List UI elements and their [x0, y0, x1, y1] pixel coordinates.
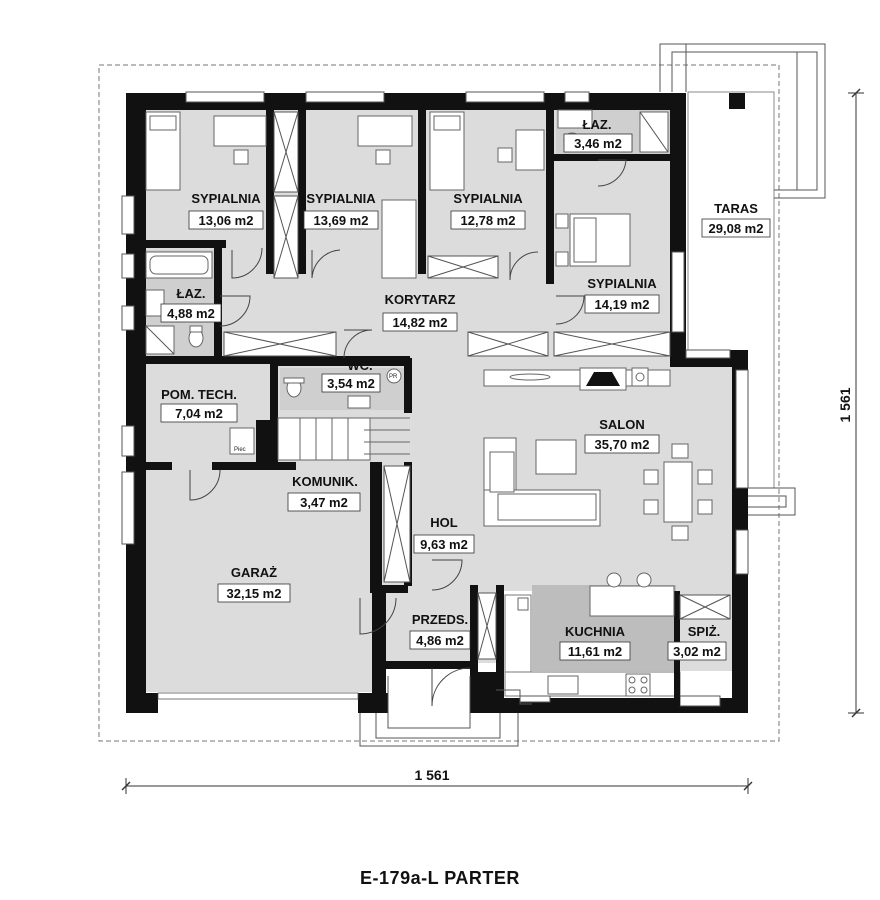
room-area: 14,19 m2	[595, 297, 650, 312]
entrance-steps	[359, 676, 532, 747]
room-name: ŁAZ.	[583, 117, 612, 132]
room-label-spiz: SPIŻ. 3,02 m2	[667, 624, 727, 661]
dimension-horizontal: 1 561	[121, 767, 753, 794]
room-label-sypialnia-4: SYPIALNIA 14,19 m2	[584, 276, 660, 314]
room-name: SALON	[599, 417, 645, 432]
room-area: 12,78 m2	[461, 213, 516, 228]
room-name: KORYTARZ	[385, 292, 456, 307]
floor-fills	[136, 104, 736, 697]
room-area: 35,70 m2	[595, 437, 650, 452]
room-label-korytarz: KORYTARZ 14,82 m2	[382, 292, 458, 332]
room-label-wc: WC. 3,54 m2	[321, 358, 381, 393]
room-label-salon: SALON 35,70 m2	[584, 417, 660, 454]
room-area: 32,15 m2	[227, 586, 282, 601]
room-area: 3,02 m2	[673, 644, 721, 659]
room-label-sypialnia-1: SYPIALNIA 13,06 m2	[188, 191, 264, 230]
room-area: 4,86 m2	[416, 633, 464, 648]
room-area: 7,04 m2	[175, 406, 223, 421]
room-label-sypialnia-3: SYPIALNIA 12,78 m2	[450, 191, 526, 230]
plan-title: E-179a-L PARTER	[360, 868, 520, 888]
room-name: KUCHNIA	[565, 624, 626, 639]
floor-plan: Piec PR SYPIALNIA 13,06 m2 SYPIALNIA 13,…	[98, 43, 864, 794]
furniture	[145, 109, 713, 697]
room-label-przeds: PRZEDS. 4,86 m2	[409, 612, 471, 650]
room-name: PRZEDS.	[412, 612, 468, 627]
room-label-laz-1: ŁAZ. 3,46 m2	[563, 117, 633, 153]
room-area: 3,54 m2	[327, 376, 375, 391]
room-label-garaz: GARAŻ 32,15 m2	[217, 565, 291, 603]
room-area: 13,06 m2	[199, 213, 254, 228]
room-name: ŁAZ.	[177, 286, 206, 301]
room-area: 3,46 m2	[574, 136, 622, 151]
roof-outline	[98, 64, 780, 742]
room-area: 29,08 m2	[709, 221, 764, 236]
room-name: SYPIALNIA	[191, 191, 261, 206]
room-label-hol: HOL 9,63 m2	[413, 515, 475, 554]
room-area: 14,82 m2	[393, 315, 448, 330]
windows	[121, 91, 749, 707]
room-label-pom-tech: POM. TECH. 7,04 m2	[160, 387, 238, 423]
room-label-sypialnia-2: SYPIALNIA 13,69 m2	[303, 191, 379, 230]
room-name: SYPIALNIA	[587, 276, 657, 291]
room-area: 4,88 m2	[167, 306, 215, 321]
room-label-komunik: KOMUNIK. 3,47 m2	[287, 474, 361, 512]
room-label-kuchnia: KUCHNIA 11,61 m2	[559, 624, 631, 661]
room-name: POM. TECH.	[161, 387, 237, 402]
doors	[189, 159, 627, 707]
room-area: 11,61 m2	[568, 644, 622, 659]
room-label-taras: TARAS 29,08 m2	[701, 201, 771, 238]
room-name: WC.	[347, 358, 372, 373]
room-name: KOMUNIK.	[292, 474, 358, 489]
room-area: 13,69 m2	[314, 213, 369, 228]
room-area: 9,63 m2	[420, 537, 468, 552]
room-area: 3,47 m2	[300, 495, 348, 510]
interior-walls	[136, 104, 680, 706]
room-name: HOL	[430, 515, 458, 530]
room-name: SYPIALNIA	[453, 191, 523, 206]
pr-label: PR	[389, 374, 398, 380]
room-name: TARAS	[714, 201, 758, 216]
room-label-laz-2: ŁAZ. 4,88 m2	[160, 286, 222, 323]
room-name: SYPIALNIA	[306, 191, 376, 206]
room-name: GARAŻ	[231, 565, 277, 580]
wardrobes	[223, 111, 731, 660]
dimension-label: 1 561	[837, 387, 853, 422]
garage-door	[157, 692, 359, 700]
piec-label: Piec	[234, 447, 246, 453]
dimension-vertical: 1 561	[837, 88, 864, 718]
dimension-label: 1 561	[414, 767, 449, 783]
room-name: SPIŻ.	[688, 624, 721, 639]
